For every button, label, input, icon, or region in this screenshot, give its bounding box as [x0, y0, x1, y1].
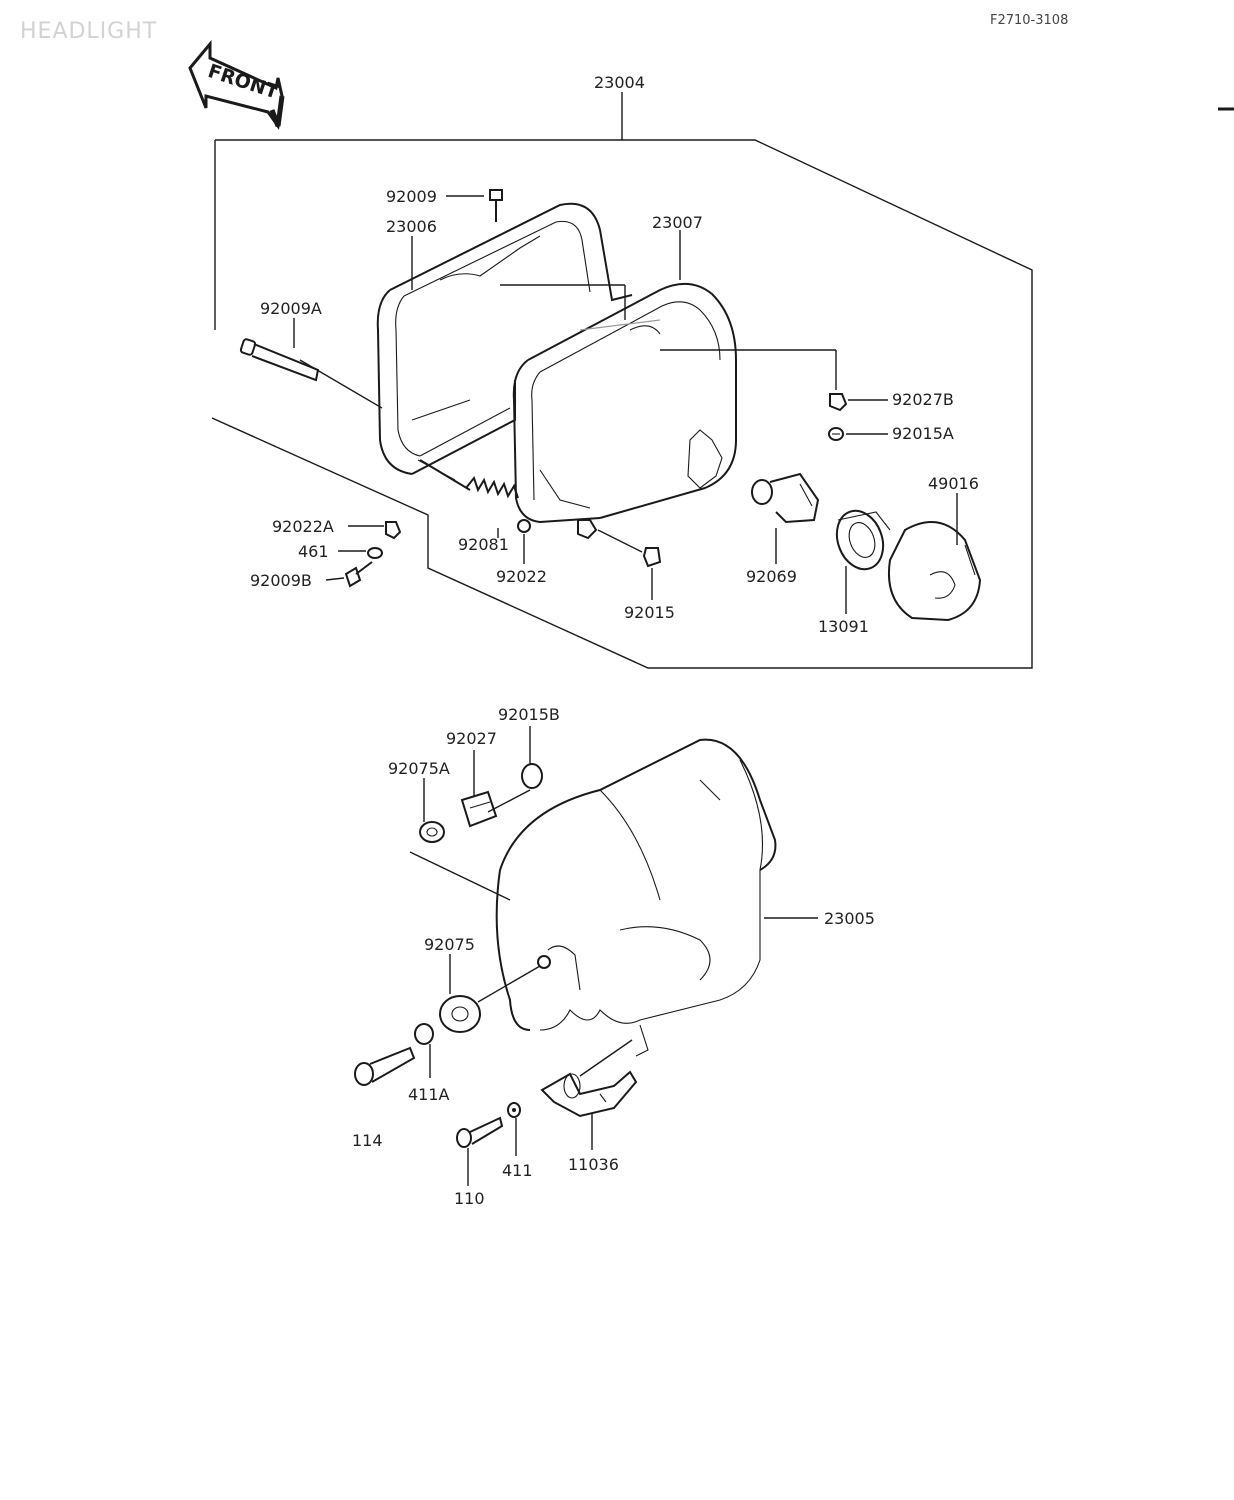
callout-13091: 13091	[818, 617, 869, 636]
bolt-110	[456, 1116, 504, 1148]
headlight-assembly-boundary	[211, 92, 1033, 669]
callout-labels: 23004 92009 23006 23007 92009A 92027B 92…	[250, 73, 979, 1208]
mount-line-lower	[477, 965, 541, 1003]
washer-411A	[414, 1023, 434, 1045]
nut-92015	[642, 547, 662, 568]
callout-92027: 92027	[446, 729, 497, 748]
screw-92009	[489, 189, 503, 222]
callout-92015A: 92015A	[892, 424, 954, 443]
callout-23007: 23007	[652, 213, 703, 232]
callout-92009A: 92009A	[260, 299, 322, 318]
headlight-housing-23005	[495, 738, 777, 1057]
callout-411: 411	[502, 1161, 533, 1180]
leader-lines-lower	[423, 726, 818, 1186]
callout-23005: 23005	[824, 909, 875, 928]
callout-23004: 23004	[594, 73, 645, 92]
reference-code: F2710-3108	[990, 13, 1068, 28]
callout-411A: 411A	[408, 1085, 450, 1104]
leader-lines-upper	[293, 195, 958, 614]
callout-23006: 23006	[386, 217, 437, 236]
socket-13091	[835, 509, 891, 571]
callout-92015B: 92015B	[498, 705, 560, 724]
callout-92075: 92075	[424, 935, 475, 954]
bolt-line-upper	[487, 789, 531, 813]
clip-92022A	[385, 521, 402, 540]
bulb-92069	[751, 472, 820, 524]
washer-92015A	[828, 427, 844, 441]
callout-114: 114	[352, 1131, 383, 1150]
grommet-92075	[439, 995, 481, 1033]
callout-92075A: 92075A	[388, 759, 450, 778]
mount-hole	[537, 955, 551, 969]
callout-92027B: 92027B	[892, 390, 954, 409]
callout-92009B: 92009B	[250, 571, 312, 590]
bolt-92009A	[239, 338, 320, 382]
headlight-unit-23007	[512, 283, 737, 524]
nut-92027B	[829, 393, 848, 412]
callout-92081: 92081	[458, 535, 509, 554]
bracket-line	[579, 1039, 633, 1077]
callout-92022A: 92022A	[272, 517, 334, 536]
spacer-92027	[460, 790, 498, 828]
nut-92015B	[521, 763, 543, 789]
headlight-rim-23006	[376, 202, 633, 481]
washer-461	[367, 547, 383, 559]
callout-92015: 92015	[624, 603, 675, 622]
callout-92069: 92069	[746, 567, 797, 586]
dust-cover-49016	[888, 521, 982, 622]
grommet-92075A	[419, 821, 445, 843]
callout-110: 110	[454, 1189, 485, 1208]
page-title: HEADLIGHT	[20, 19, 157, 44]
screw-92009B	[344, 561, 373, 588]
grommet-92022	[577, 519, 598, 540]
bolt-114	[354, 1046, 416, 1086]
mount-line	[409, 851, 511, 901]
bracket-11036	[540, 1070, 638, 1118]
callout-92009: 92009	[386, 187, 437, 206]
callout-11036: 11036	[568, 1155, 619, 1174]
callout-49016: 49016	[928, 474, 979, 493]
washer-411	[507, 1102, 521, 1118]
callout-92022: 92022	[496, 567, 547, 586]
front-arrow-icon: FRONT	[188, 39, 285, 130]
spring-92081	[419, 459, 531, 533]
callout-461: 461	[298, 542, 329, 561]
